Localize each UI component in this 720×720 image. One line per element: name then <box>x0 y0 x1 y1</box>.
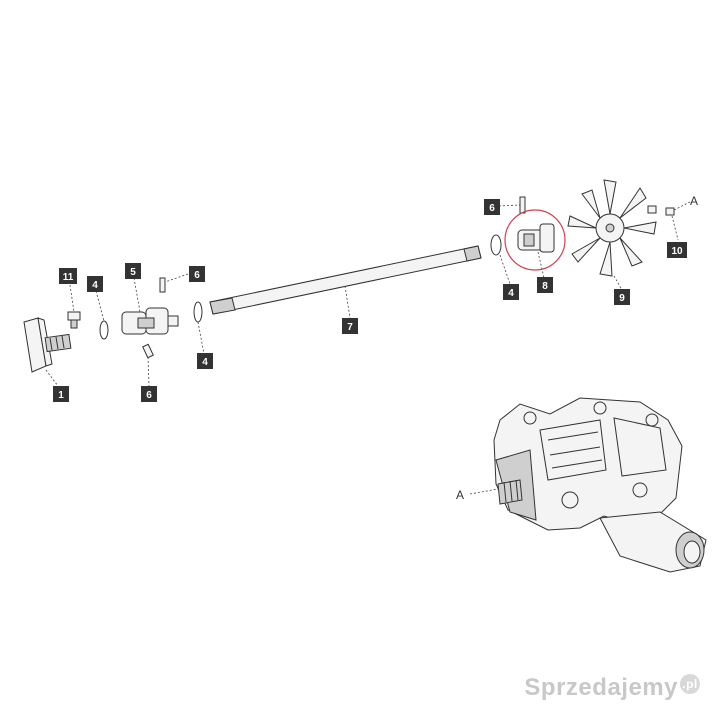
callout-9: 9 <box>614 289 630 305</box>
callout-6b: 6 <box>141 386 157 402</box>
svg-text:4: 4 <box>202 357 208 368</box>
callout-4c: 4 <box>503 284 519 300</box>
ref-a-bottom: A <box>456 488 464 502</box>
coupler-part <box>517 223 555 253</box>
callout-8: 8 <box>537 277 553 293</box>
svg-text:1: 1 <box>58 390 64 401</box>
watermark: Sprzedajemy.pl <box>524 674 700 702</box>
watermark-brand: Sprzedajemy <box>524 674 678 701</box>
drive-shaft <box>209 245 482 315</box>
leader-10 <box>671 215 679 241</box>
leader-7 <box>344 285 351 319</box>
leader-a-top <box>673 201 691 211</box>
svg-text:4: 4 <box>92 280 98 291</box>
callout-5: 5 <box>125 263 141 279</box>
transmission-housing <box>493 397 707 573</box>
highlight-circle <box>504 209 566 271</box>
svg-text:10: 10 <box>671 246 683 257</box>
ref-a-top: A <box>690 194 698 208</box>
svg-text:5: 5 <box>130 267 136 278</box>
pin-top-right <box>519 196 526 214</box>
pin-lower-left <box>142 343 154 359</box>
leader-5 <box>133 277 141 313</box>
svg-text:8: 8 <box>542 281 548 292</box>
fan-bolts <box>647 205 675 216</box>
svg-text:4: 4 <box>508 288 514 299</box>
svg-text:7: 7 <box>347 322 353 333</box>
snap-ring-mid <box>193 301 203 323</box>
svg-text:9: 9 <box>619 293 625 304</box>
callout-1: 1 <box>53 386 69 402</box>
leader-11 <box>69 284 75 313</box>
callout-4b: 4 <box>197 353 213 369</box>
snap-ring-left <box>99 320 109 340</box>
watermark-tld: .pl <box>680 674 700 694</box>
callout-6a: 6 <box>189 266 205 282</box>
callout-4a: 4 <box>87 276 103 292</box>
universal-joint-left <box>121 307 179 335</box>
pin-upper-left <box>159 277 166 293</box>
flange-part <box>23 317 72 373</box>
callout-6c: 6 <box>484 199 500 215</box>
leader-9 <box>613 275 623 291</box>
leader-4c <box>499 254 511 285</box>
leader-4b <box>197 321 205 355</box>
callout-7: 7 <box>342 318 358 334</box>
leader-1 <box>45 369 59 387</box>
leader-6a <box>164 273 189 283</box>
leader-6b <box>147 356 150 387</box>
leader-8 <box>537 251 545 279</box>
leader-6c <box>498 204 521 207</box>
svg-text:11: 11 <box>63 272 74 283</box>
cooling-fan <box>567 179 657 277</box>
bolt-part <box>67 311 81 329</box>
svg-text:6: 6 <box>194 270 200 281</box>
svg-text:6: 6 <box>146 390 152 401</box>
svg-text:6: 6 <box>489 203 495 214</box>
leader-4a <box>95 290 105 322</box>
callout-11: 11 <box>59 268 77 284</box>
callout-10: 10 <box>667 242 687 258</box>
leader-a-bottom <box>469 488 499 495</box>
snap-ring-right <box>490 234 502 256</box>
